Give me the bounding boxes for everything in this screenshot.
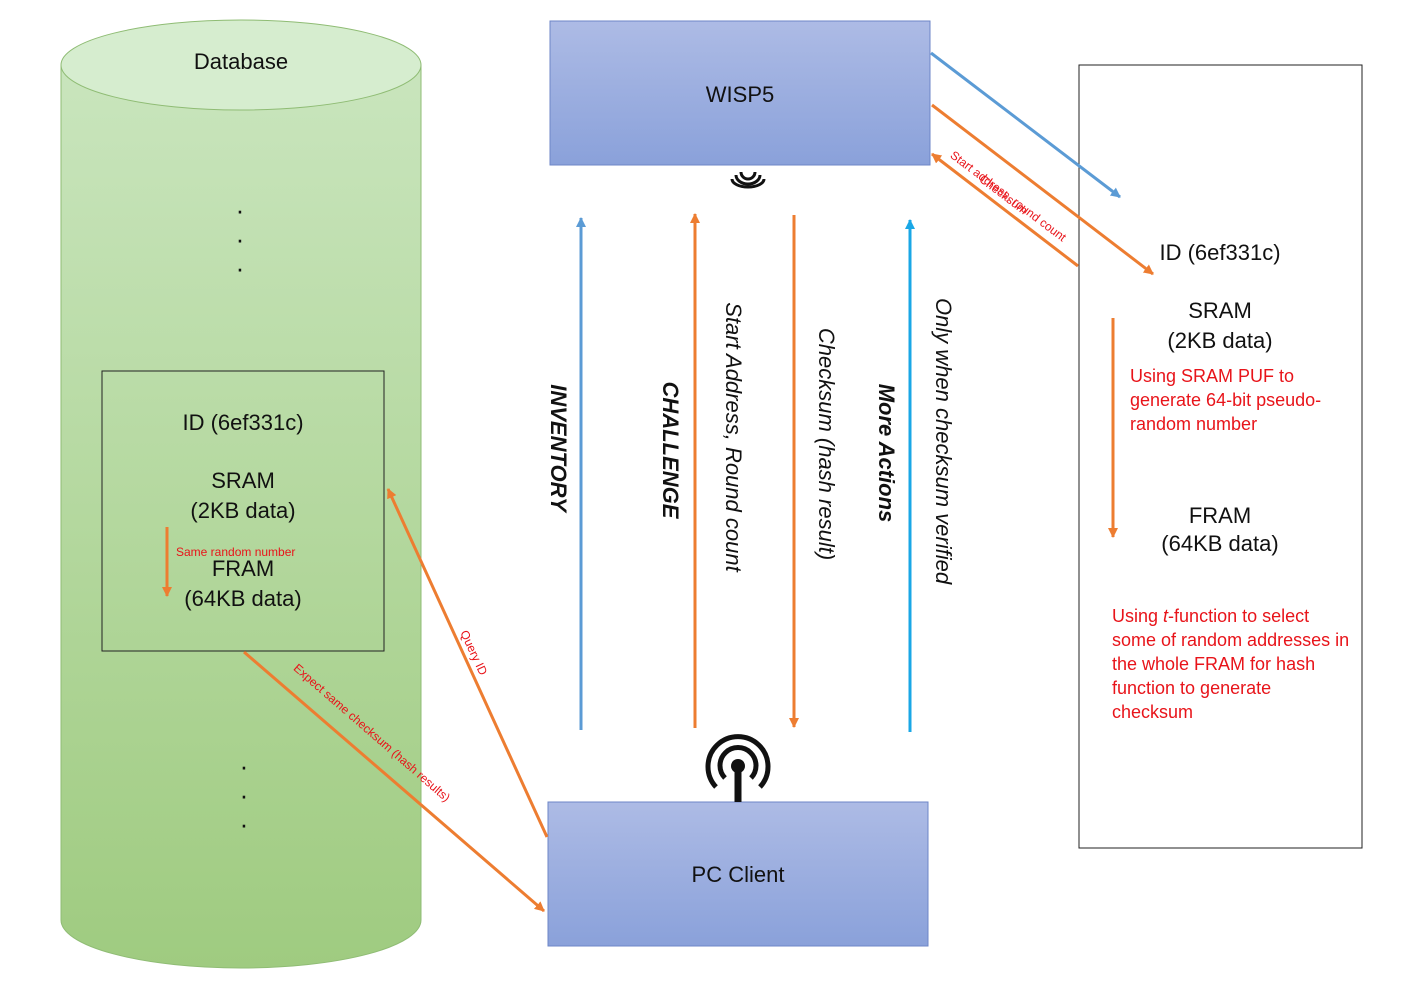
tag-panel (1078, 64, 1363, 849)
t-function-note-post: -function to select some of random addre… (1112, 606, 1350, 722)
query-id-arrow (386, 488, 549, 838)
sram-puf-note: Using SRAM PUF to generate 64-bit pseudo… (1130, 366, 1322, 434)
tag-to-wisp-checksum-arrow (931, 152, 1079, 268)
wisp5-label: WISP5 (705, 82, 775, 107)
record-id: ID (6ef331c) (182, 410, 304, 435)
antenna-icon (705, 734, 771, 802)
wisp-to-tag-blue-arrow (930, 51, 1121, 199)
wisp-to-tag-orange-arrow (931, 103, 1154, 276)
ellipsis-bottom: · · · (239, 751, 249, 839)
t-function-note: Using t-function to select some of rando… (1112, 604, 1352, 724)
tag-id: ID (6ef331c) (1159, 240, 1281, 265)
database-title: Database (193, 49, 289, 74)
record-sram-size: (2KB data) (190, 498, 296, 523)
tag-sram-size: (2KB data) (1167, 328, 1273, 353)
tag-fram-label: FRAM (1188, 503, 1252, 528)
tag-fram-size: (64KB data) (1161, 531, 1279, 556)
verified-label: Only when checksum verified (931, 297, 956, 585)
database-cylinder (60, 19, 422, 969)
record-fram-label: FRAM (211, 556, 275, 581)
ellipsis-top: · · · (235, 195, 245, 283)
t-function-note-italic: t (1163, 606, 1169, 626)
same-random-label: Same random number (176, 545, 296, 559)
pc-client-box (547, 801, 929, 947)
database-record-box (101, 370, 385, 652)
checksum-channel-label: Checksum (hash result) (814, 327, 839, 561)
challenge-label: CHALLENGE (658, 381, 683, 519)
t-function-note-pre: Using (1112, 606, 1164, 626)
record-fram-size: (64KB data) (184, 586, 302, 611)
tag-sram-label: SRAM (1188, 298, 1252, 323)
pc-client-label: PC Client (691, 862, 785, 887)
inventory-label: INVENTORY (546, 384, 571, 512)
expect-checksum-arrow (243, 650, 545, 913)
start-address-channel-label: Start Address, Round count (721, 302, 746, 572)
wisp5-box (549, 20, 931, 166)
wireless-icon (730, 171, 766, 189)
record-sram-label: SRAM (211, 468, 275, 493)
more-actions-label: More Actions (874, 383, 899, 523)
